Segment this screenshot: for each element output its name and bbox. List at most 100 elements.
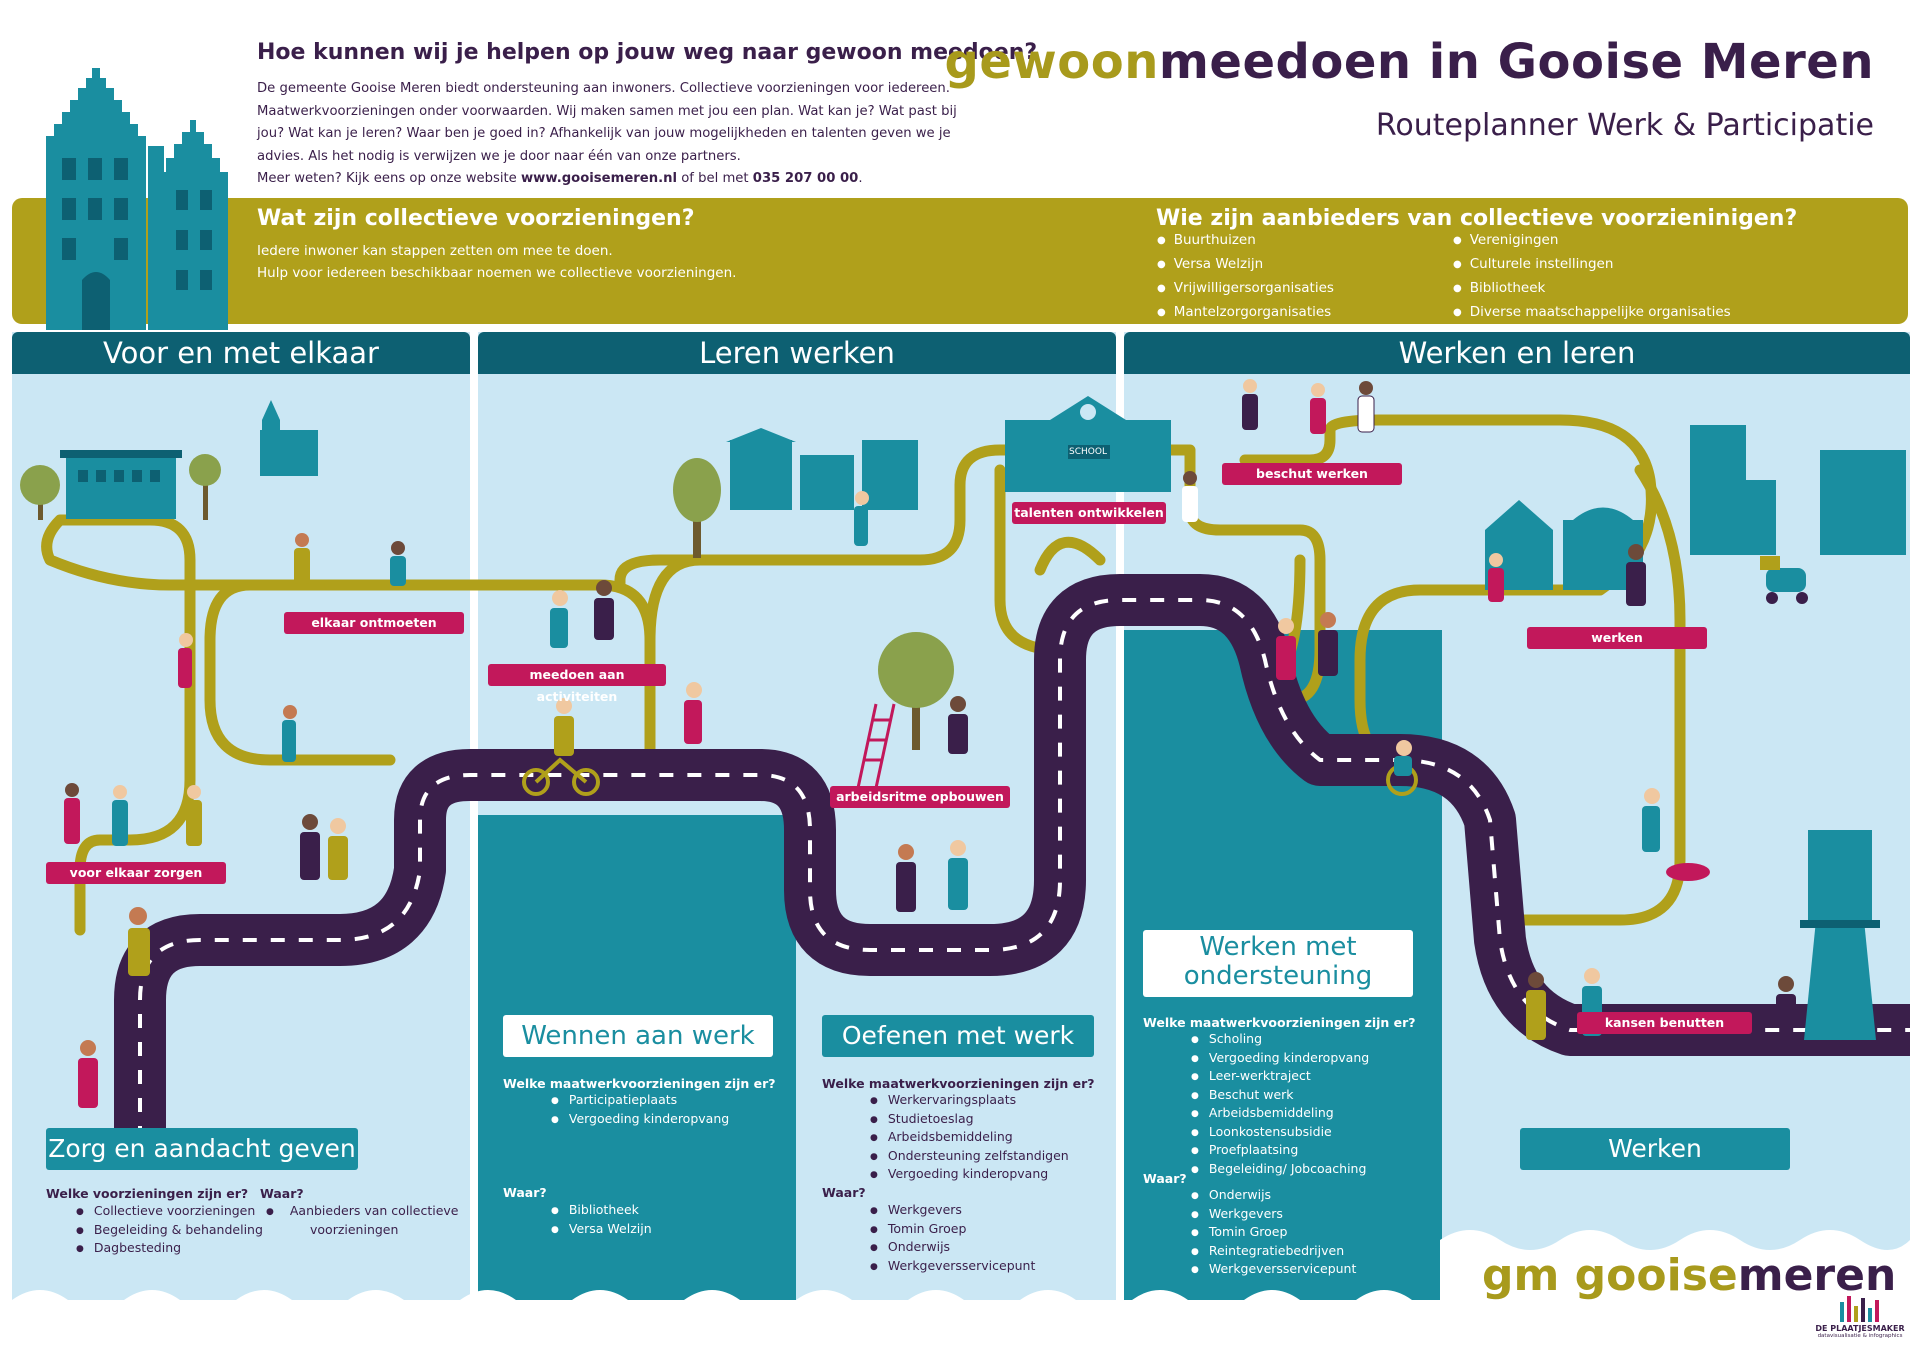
stage1-list: Collectieve voorzieningenBegeleiding & b… — [46, 1203, 263, 1259]
stage2-question: Welke maatwerkvoorzieningen zijn er? — [503, 1076, 776, 1091]
house-icon — [60, 450, 182, 519]
dog-icon — [1666, 863, 1710, 881]
label-talenten-ontwikkelen: talenten ontwikkelen — [1012, 502, 1166, 524]
main-title: gewoonmeedoen in Gooise Meren — [945, 34, 1874, 90]
people-layer — [64, 379, 1808, 1108]
person-icon — [300, 814, 320, 880]
intro-line: advies. Als het nodig is verwijzen we je… — [257, 148, 741, 164]
provision-item: Begeleiding/ Jobcoaching — [1191, 1161, 1369, 1180]
where-item: Werkgevers — [870, 1202, 1035, 1221]
maker-name: DE PLAATJESMAKER — [1815, 1324, 1905, 1333]
person-icon — [550, 590, 568, 648]
where-item: Werkgeversservicepunt — [870, 1258, 1036, 1277]
intro-line: De gemeente Gooise Meren biedt ondersteu… — [257, 81, 950, 96]
label-kansen-benutten: kansen benutten — [1577, 1012, 1752, 1034]
tree-icon — [673, 458, 721, 558]
label-werken: werken — [1527, 627, 1707, 649]
label-voor-elkaar-zorgen: voor elkaar zorgen — [46, 862, 226, 884]
shop-icon — [1485, 500, 1643, 590]
where-item: Bibliotheek — [551, 1202, 652, 1221]
phone-number[interactable]: 035 207 00 00 — [752, 171, 859, 186]
church-icon — [260, 400, 318, 476]
provision-item: Vergoeding kinderopvang — [870, 1166, 1069, 1185]
where-line: Aanbieders van collectieve — [289, 1203, 459, 1218]
where-item: Versa Welzijn — [551, 1221, 652, 1240]
provision-item: Scholing — [1191, 1031, 1369, 1050]
person-icon — [854, 491, 869, 546]
provider-item: Culturele instellingen — [1453, 253, 1731, 277]
person-icon — [390, 541, 406, 586]
stage1-where-value: ●Aanbieders van collectieve voorzieninge… — [266, 1203, 459, 1238]
provision-item: Leer-werktraject — [1191, 1068, 1369, 1087]
person-icon — [1357, 381, 1375, 433]
section-title-voor-en-met-elkaar: Voor en met elkaar — [12, 332, 470, 374]
person-icon — [1626, 544, 1646, 606]
provision-item: Participatieplaats — [551, 1092, 729, 1111]
person-icon — [594, 580, 614, 640]
person-icon — [328, 818, 348, 880]
where-item: Werkgeversservicepunt — [1191, 1261, 1357, 1280]
person-icon — [1310, 383, 1326, 434]
tree-icon — [189, 454, 221, 520]
intro-title: Hoe kunnen wij je helpen op jouw weg naa… — [257, 40, 1038, 65]
provider-item: Bibliotheek — [1453, 277, 1731, 301]
subtitle: Routeplanner Werk & Participatie — [1375, 108, 1874, 143]
person-icon — [1242, 379, 1258, 430]
stage-title-werken-met-ondersteuning: Werken met ondersteuning — [1143, 930, 1413, 997]
school-icon — [1005, 396, 1171, 492]
intro-contact-line: Meer weten? Kijk eens op onze website ww… — [257, 168, 977, 191]
stage4-title-line: ondersteuning — [1183, 961, 1373, 991]
section-title-leren-werken: Leren werken — [478, 332, 1116, 374]
stage3-list: WerkervaringsplaatsStudietoeslagArbeidsb… — [822, 1092, 1069, 1185]
contact-text: . — [858, 171, 863, 186]
website-link[interactable]: www.gooisemeren.nl — [520, 171, 678, 186]
logo-part: gm gooise — [1482, 1250, 1738, 1301]
intro-line: jou? Wat kan je leren? Waar ben je goed … — [257, 126, 951, 141]
bicycle-icon — [522, 757, 600, 796]
where-item: Onderwijs — [870, 1239, 1035, 1258]
person-icon — [896, 844, 916, 912]
where-item: Tomin Groep — [1191, 1224, 1356, 1243]
town-hall-icon — [46, 68, 228, 330]
provision-item: Loonkostensubsidie — [1191, 1124, 1369, 1143]
where-item: Reintegratiebedrijven — [1191, 1243, 1356, 1262]
stage2-list: ParticipatieplaatsVergoeding kinderopvan… — [503, 1092, 729, 1129]
person-icon — [554, 698, 574, 756]
person-icon — [1776, 976, 1796, 1028]
providers-list-1: BuurthuizenVersa WelzijnVrijwilligersorg… — [1157, 229, 1334, 325]
provision-item: Vergoeding kinderopvang — [1191, 1050, 1369, 1069]
ladder-icon — [856, 703, 896, 789]
provision-item: Werkervaringsplaats — [870, 1092, 1069, 1111]
collective-text: Iedere inwoner kan stappen zetten om mee… — [257, 240, 736, 284]
person-icon — [1318, 612, 1338, 676]
provision-item: Arbeidsbemiddeling — [1191, 1105, 1369, 1124]
office-building-icon — [1690, 425, 1906, 555]
person-icon — [64, 783, 80, 844]
person-icon — [684, 682, 702, 744]
person-icon — [128, 907, 150, 976]
tree-icon — [878, 632, 954, 750]
provision-item: Dagbesteding — [76, 1240, 263, 1259]
where-item: Tomin Groep — [870, 1221, 1035, 1240]
person-icon — [1488, 553, 1504, 602]
stage3-question: Welke maatwerkvoorzieningen zijn er? — [822, 1076, 1095, 1091]
buildings-layer — [20, 396, 1906, 1040]
providers-heading: Wie zijn aanbieders van collectieve voor… — [1156, 206, 1798, 231]
label-beschut-werken: beschut werken — [1222, 463, 1402, 485]
title-part-gewoon: gewoon — [944, 34, 1159, 90]
plaatjesmaker-logo-icon — [1840, 1296, 1879, 1322]
person-icon — [948, 696, 968, 754]
section-title-werken-en-leren: Werken en leren — [1124, 332, 1910, 374]
label-elkaar-ontmoeten: elkaar ontmoeten — [284, 612, 464, 634]
stage4-list: ScholingVergoeding kinderopvangLeer-werk… — [1143, 1031, 1369, 1179]
provider-item: Buurthuizen — [1157, 229, 1334, 253]
person-icon — [948, 840, 968, 910]
waves-decoration — [12, 1230, 1916, 1357]
collective-line: Hulp voor iedereen beschikbaar noemen we… — [257, 265, 737, 281]
stage1-question: Welke voorzieningen zijn er? — [46, 1186, 249, 1201]
provision-item: Ondersteuning zelfstandigen — [870, 1148, 1069, 1167]
where-item: Onderwijs — [1191, 1187, 1356, 1206]
stage1-where: Waar? — [260, 1186, 304, 1201]
provision-item: Beschut werk — [1191, 1087, 1369, 1106]
